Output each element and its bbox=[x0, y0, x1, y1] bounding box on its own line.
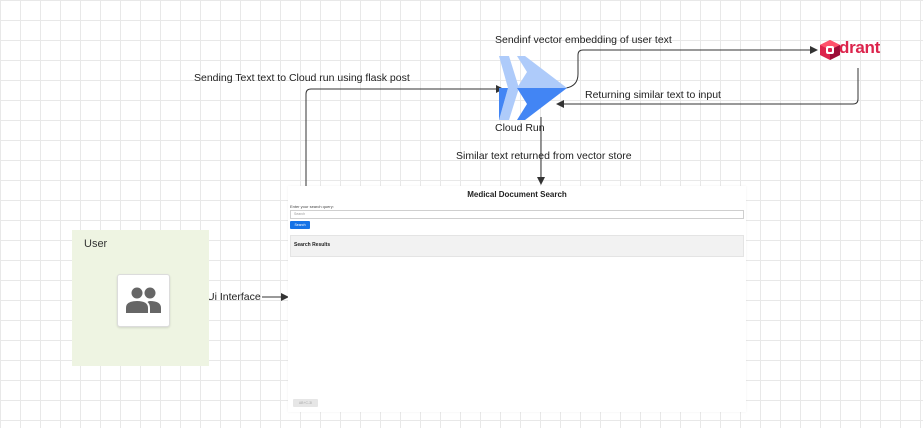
app-search-results: Search Results bbox=[290, 235, 744, 257]
people-icon bbox=[126, 287, 161, 313]
app-search-input[interactable]: Search bbox=[290, 210, 744, 219]
label-similar-returned: Similar text returned from vector store bbox=[456, 150, 632, 162]
arrow-app-to-cloudrun bbox=[305, 85, 504, 186]
app-search-placeholder: Search bbox=[294, 212, 306, 216]
user-tile[interactable] bbox=[117, 274, 170, 327]
label-returning-similar: Returning similar text to input bbox=[585, 89, 721, 101]
medical-search-app: Medical Document Search Enter your searc… bbox=[288, 186, 746, 412]
qdrant-logo-text: drant bbox=[839, 38, 881, 57]
app-title: Medical Document Search bbox=[467, 190, 567, 199]
app-search-prompt: Enter your search query: bbox=[290, 204, 334, 209]
user-box-title: User bbox=[84, 238, 108, 250]
app-footer-badge: AB+C-3I bbox=[293, 399, 318, 407]
label-send-text: Sending Text text to Cloud run using fla… bbox=[194, 72, 410, 84]
label-cloud-run: Cloud Run bbox=[495, 122, 545, 134]
cloud-run-icon bbox=[499, 56, 567, 120]
label-send-embedding: Sendinf vector embedding of user text bbox=[495, 34, 672, 46]
app-results-heading: Search Results bbox=[294, 242, 331, 248]
arrow-cloudrun-to-qdrant bbox=[565, 46, 818, 89]
user-box[interactable]: User bbox=[72, 230, 209, 366]
app-search-button[interactable]: Search bbox=[290, 221, 310, 229]
label-ui-interface: Ui Interface bbox=[207, 291, 261, 303]
qdrant-logo-icon bbox=[820, 40, 840, 60]
arrow-qdrant-to-cloudrun bbox=[556, 68, 859, 108]
